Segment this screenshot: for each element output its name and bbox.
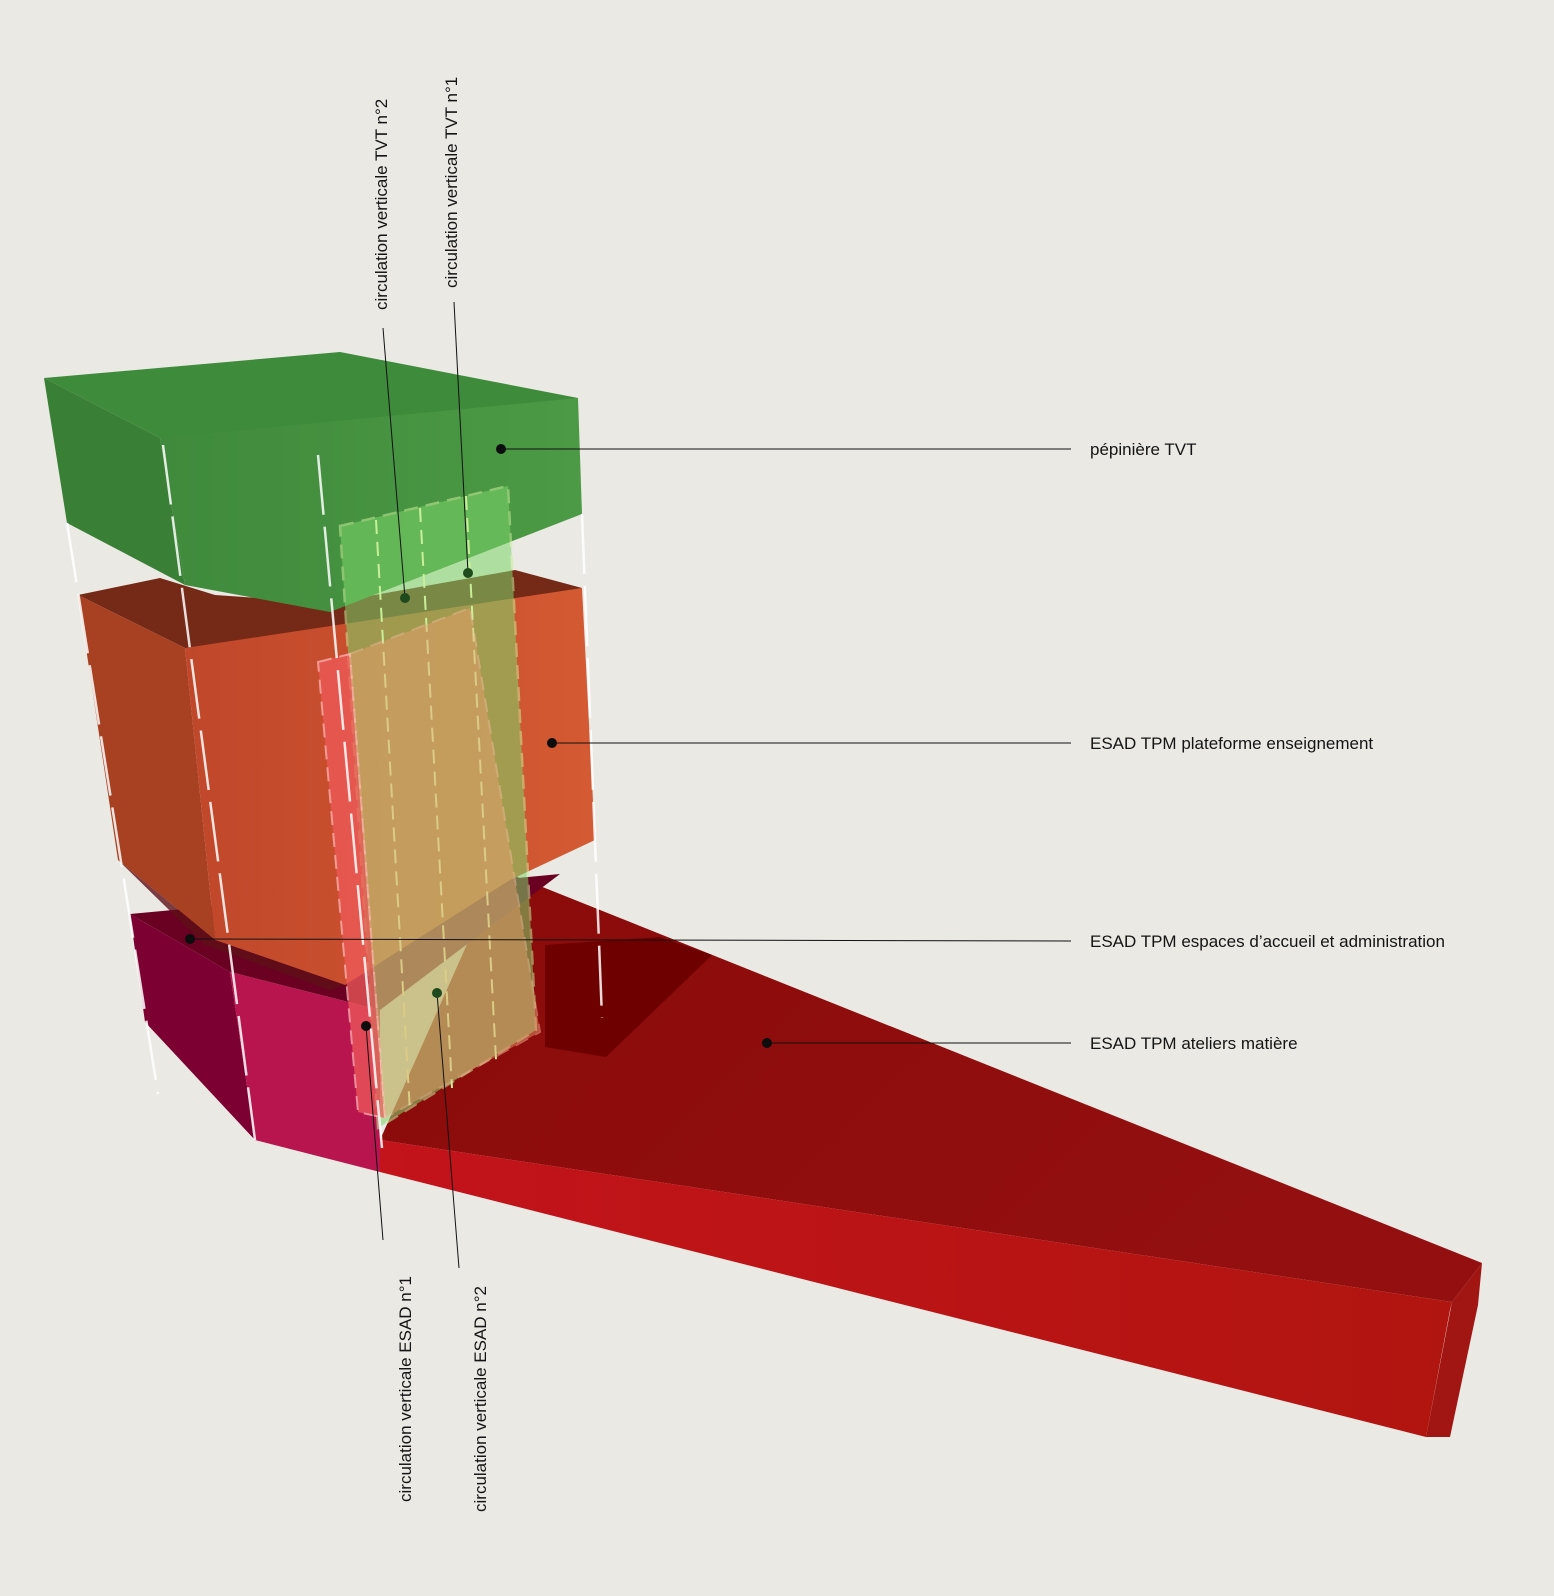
dot-ateliers bbox=[762, 1038, 772, 1048]
pepiniere-volume bbox=[44, 352, 582, 612]
plateforme-left-face bbox=[78, 595, 215, 940]
pepiniere-top-face bbox=[44, 352, 578, 450]
guide-line-4 bbox=[580, 513, 604, 1019]
guide-line-3 bbox=[316, 454, 384, 1149]
tvt-core-divider-2 bbox=[419, 507, 453, 1089]
leader-accueil bbox=[189, 938, 1072, 942]
dot-esad2 bbox=[432, 988, 442, 998]
leader-esad2 bbox=[436, 992, 460, 1269]
leader-tvt1 bbox=[453, 301, 469, 574]
ateliers-front-face bbox=[380, 1140, 1452, 1437]
dot-pepiniere bbox=[496, 444, 506, 454]
guide-line-2 bbox=[161, 444, 257, 1141]
accueil-side-face bbox=[130, 914, 255, 1140]
dot-tvt2 bbox=[400, 593, 410, 603]
label-accueil: ESAD TPM espaces d’accueil et administra… bbox=[1090, 932, 1445, 951]
leader-tvt2 bbox=[382, 327, 406, 599]
ateliers-end-face bbox=[1426, 1263, 1482, 1437]
dot-esad1 bbox=[361, 1021, 371, 1031]
label-pepiniere: pépinière TVT bbox=[1090, 440, 1196, 459]
circulation-cores bbox=[316, 484, 542, 1131]
ateliers-courtyard-recess bbox=[545, 937, 712, 1057]
dot-tvt1 bbox=[463, 568, 473, 578]
ateliers-volume bbox=[380, 870, 1482, 1437]
leader-esad1 bbox=[365, 1025, 384, 1241]
pepiniere-front-face bbox=[160, 398, 582, 612]
label-tvt1: circulation verticale TVT n°1 bbox=[442, 77, 461, 288]
leader-dots bbox=[185, 444, 772, 1048]
label-esad1: circulation verticale ESAD n°1 bbox=[396, 1276, 415, 1502]
accueil-front-face bbox=[230, 972, 380, 1172]
vertical-guides bbox=[65, 444, 604, 1149]
esad-core-body bbox=[348, 606, 542, 1120]
leaders bbox=[189, 301, 1072, 1269]
dot-accueil bbox=[185, 934, 195, 944]
dot-plateforme bbox=[547, 738, 557, 748]
label-esad2: circulation verticale ESAD n°2 bbox=[471, 1286, 490, 1512]
label-plateforme: ESAD TPM plateforme enseignement bbox=[1090, 734, 1373, 753]
tvt-core-divider-1 bbox=[375, 519, 411, 1113]
label-ateliers: ESAD TPM ateliers matière bbox=[1090, 1034, 1298, 1053]
label-tvt2: circulation verticale TVT n°2 bbox=[372, 99, 391, 310]
pepiniere-left-face bbox=[44, 378, 185, 585]
guide-line-1 bbox=[65, 522, 160, 1095]
tvt-core-divider-3 bbox=[465, 495, 497, 1061]
